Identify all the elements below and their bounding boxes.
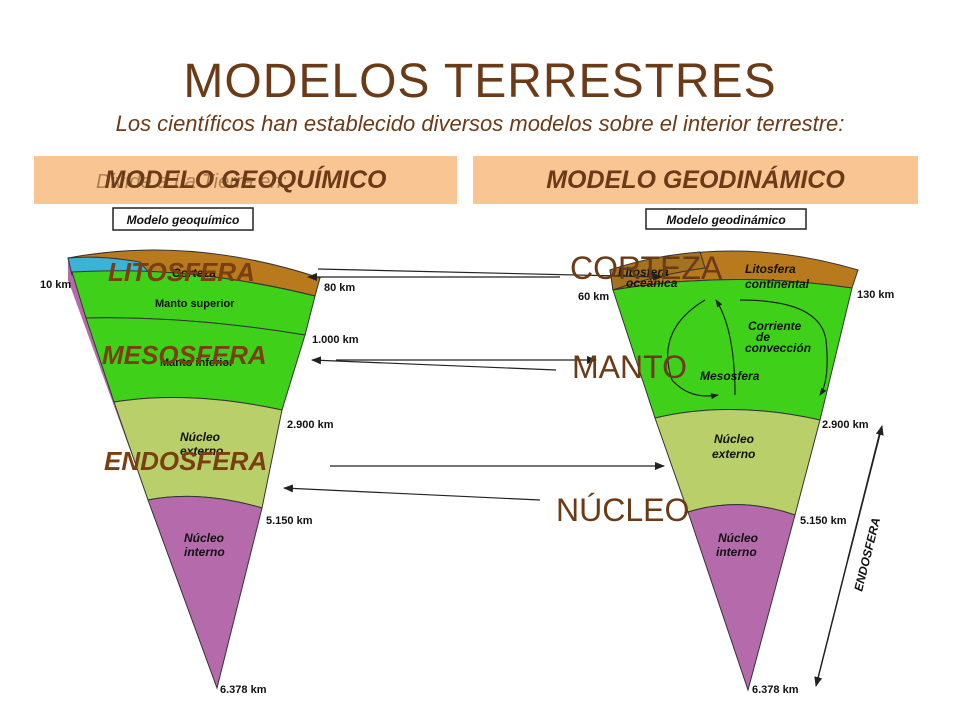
right-nucleo-externo-2: externo (712, 447, 755, 461)
label-litosfera: LITOSFERA (108, 257, 255, 287)
left-depth-5150km: 5.150 km (266, 515, 313, 527)
label-mesosfera: MESOSFERA (102, 340, 267, 370)
left-nucleo-interno-2: interno (184, 545, 225, 559)
left-nucleo-externo-2: externo (180, 444, 223, 458)
header-geochemical-model: MODELO GEOQUÍMICO (34, 156, 457, 204)
geodynamic-wedge: Modelo geodinámico Litosfera oceánica Li… (578, 208, 895, 696)
arrow-litosfera-to-right (317, 268, 663, 281)
left-depth-1000km: 1.000 km (312, 334, 359, 346)
convection-loop-mid (715, 299, 736, 396)
connecting-arrows (283, 268, 665, 501)
left-depth-80km: 80 km (324, 282, 355, 294)
convection-loop-right (739, 299, 828, 396)
left-depth-6378km: 6.378 km (220, 684, 267, 696)
right-lithosphere-oceanic (609, 251, 706, 291)
right-corriente-2: de (756, 330, 770, 344)
arrow-nucleo-to-left (283, 484, 541, 501)
right-nucleo-interno-2: interno (716, 545, 757, 559)
right-nucleo-interno-1: Núcleo (718, 531, 758, 545)
geochemical-wedge: Modelo geoquímico Corteza Manto superior… (40, 207, 359, 696)
right-inner-core (687, 504, 796, 692)
left-manto-inferior-text: Manto inferior (160, 357, 234, 369)
subtitle: Los científicos han establecido diversos… (115, 111, 845, 136)
right-corriente-1: Corriente (748, 319, 802, 333)
geodynamic-box-title: Modelo geodinámico (666, 213, 785, 227)
label-corteza: CORTEZA (570, 250, 723, 286)
right-mesosfera-text: Mesosfera (700, 369, 760, 383)
left-nucleo-interno-1: Núcleo (184, 531, 224, 545)
right-corriente-3: convección (745, 341, 811, 355)
left-depth-10km: 10 km (40, 279, 71, 291)
endosfera-arrow-up (847, 425, 884, 560)
main-title: MODELOS TERRESTRES (183, 55, 777, 108)
left-nucleo-externo-1: Núcleo (180, 430, 220, 444)
right-litosfera-oceanica-2: oceánica (626, 276, 678, 290)
geochemical-box-title: Modelo geoquímico (127, 213, 240, 227)
label-endosfera: ENDOSFERA (104, 446, 267, 476)
geochemical-box (112, 207, 254, 231)
right-depth-5150km: 5.150 km (800, 515, 847, 527)
right-nucleo-externo-1: Núcleo (714, 432, 754, 446)
overlay-divide-text: Divide a La Tierra en: (96, 171, 288, 193)
left-inner-core-layer (147, 495, 263, 690)
geodynamic-box (645, 208, 807, 230)
right-litosfera-continental-1: Litosfera (745, 262, 796, 276)
right-depth-2900km: 2.900 km (822, 419, 869, 431)
right-depth-60km: 60 km (578, 291, 609, 303)
left-manto-superior-text: Manto superior (155, 298, 235, 310)
convection-loop-left (667, 299, 719, 400)
left-depth-2900km: 2.900 km (287, 419, 334, 431)
left-corteza-text: Corteza (172, 266, 216, 280)
label-nucleo: NÚCLEO (556, 492, 689, 528)
right-depth-6378km: 6.378 km (752, 684, 799, 696)
arrow-manto-to-left (311, 356, 557, 371)
right-litosfera-continental-2: continental (745, 277, 810, 291)
label-manto: MANTO (572, 349, 687, 385)
right-depth-130km: 130 km (857, 289, 895, 301)
header-geodynamic-model: MODELO GEODINÁMICO (473, 156, 918, 204)
